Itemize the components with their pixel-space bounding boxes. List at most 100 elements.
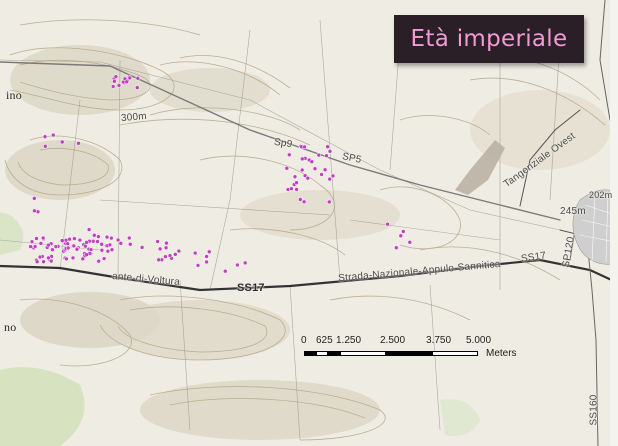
site-marker — [99, 248, 105, 253]
site-marker — [192, 250, 198, 256]
site-marker — [104, 234, 110, 240]
site-marker — [128, 242, 133, 247]
site-marker — [207, 249, 212, 255]
site-marker — [71, 243, 77, 249]
scale-tick-1250: 1.250 — [336, 335, 362, 346]
site-marker — [43, 144, 48, 149]
site-marker — [53, 244, 59, 249]
site-marker — [327, 176, 332, 182]
road-label-sp9: Sp9 — [273, 136, 294, 151]
site-marker — [156, 257, 161, 263]
scale-tick-3750: 3.750 — [426, 335, 452, 346]
scale-segment — [386, 351, 432, 356]
site-marker — [113, 74, 119, 79]
site-marker — [34, 236, 39, 241]
site-marker — [242, 260, 248, 266]
site-marker — [112, 79, 117, 84]
scale-segment — [304, 351, 316, 356]
scale-unit: Meters — [486, 348, 517, 359]
site-marker — [40, 235, 46, 241]
site-marker — [51, 132, 56, 138]
site-marker — [95, 239, 100, 244]
site-marker — [135, 76, 141, 81]
site-marker — [118, 241, 124, 246]
site-marker — [83, 243, 88, 249]
site-marker — [76, 141, 81, 146]
site-marker — [74, 247, 80, 252]
place-label-no: no — [4, 320, 17, 334]
site-marker — [287, 152, 292, 158]
contour-lines — [4, 19, 606, 441]
site-marker — [107, 242, 113, 248]
site-marker — [86, 227, 92, 232]
site-marker — [96, 234, 101, 239]
site-marker — [164, 240, 169, 246]
scale-segment — [340, 351, 386, 356]
site-marker — [235, 262, 240, 268]
site-marker — [163, 254, 168, 259]
site-marker — [204, 259, 209, 265]
site-marker — [116, 83, 122, 88]
elevation-label-202m: 202m — [589, 190, 613, 200]
site-marker — [32, 208, 37, 214]
site-marker — [139, 245, 145, 250]
site-marker — [173, 252, 178, 257]
site-marker — [407, 240, 413, 245]
scale-bar: 0 625 1.250 2.500 3.750 5.000 Meters — [300, 335, 540, 365]
site-marker — [77, 237, 83, 243]
site-marker — [72, 236, 77, 241]
site-marker — [155, 239, 160, 244]
site-marker — [28, 244, 33, 249]
site-marker — [124, 79, 129, 85]
site-marker — [38, 241, 44, 246]
site-marker — [32, 244, 38, 249]
site-marker — [46, 242, 51, 248]
site-marker — [312, 166, 318, 171]
site-marker — [302, 144, 307, 150]
site-marker — [80, 256, 86, 262]
scale-segment — [432, 351, 478, 356]
site-marker — [327, 199, 332, 205]
site-marker — [32, 196, 37, 201]
road-label-ss17: SS17 — [237, 282, 265, 294]
site-marker — [64, 256, 69, 262]
site-marker — [115, 237, 121, 243]
site-marker — [325, 144, 330, 149]
site-marker — [84, 252, 89, 257]
site-marker — [127, 75, 133, 81]
site-marker — [195, 263, 201, 268]
site-marker — [90, 239, 96, 244]
site-marker — [41, 259, 46, 264]
site-marker — [70, 255, 76, 261]
scale-tick-0: 0 — [301, 335, 307, 346]
quarry-area — [455, 140, 505, 195]
site-marker — [60, 238, 65, 243]
site-marker — [301, 199, 307, 205]
site-marker — [109, 247, 115, 252]
site-marker — [327, 149, 333, 154]
map-title: Età imperiale — [410, 26, 568, 52]
site-marker — [99, 242, 104, 247]
scale-tick-5000: 5.000 — [466, 335, 492, 346]
road-label-ss160: SS160 — [588, 394, 600, 426]
archaeological-sites — [28, 74, 413, 274]
site-marker — [176, 248, 182, 254]
site-marker — [135, 85, 140, 90]
scale-segment — [316, 351, 328, 356]
site-marker — [292, 174, 298, 179]
site-marker — [29, 239, 35, 244]
place-label-ino: ino — [6, 88, 22, 102]
site-marker — [316, 152, 322, 158]
site-marker — [163, 245, 169, 251]
site-marker — [84, 240, 89, 245]
contour-label-300m: 300m — [120, 110, 148, 125]
site-marker — [330, 173, 336, 179]
title-banner: Età imperiale — [394, 15, 584, 63]
scale-segment — [328, 351, 340, 356]
site-marker — [319, 172, 324, 177]
elevation-label-245m: 245m — [560, 206, 586, 217]
site-marker — [305, 175, 311, 181]
site-marker — [294, 187, 299, 192]
site-marker — [401, 229, 406, 234]
